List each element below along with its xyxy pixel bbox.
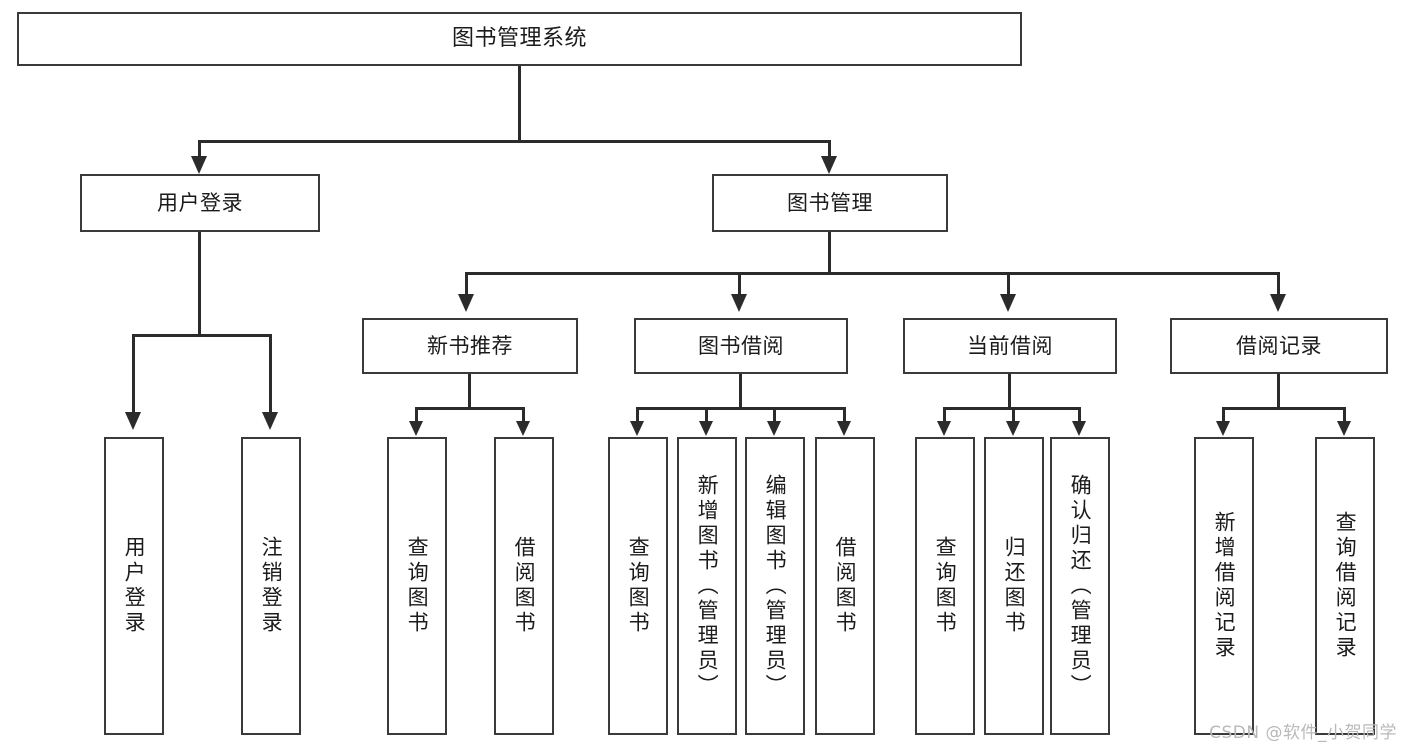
node-leaf-logout[interactable]: 注销登录	[241, 437, 301, 735]
node-label: 图书管理	[787, 190, 873, 215]
arrow-to-leaf-query-record	[1337, 421, 1351, 436]
arrow-to-leaf-confirm-return	[1072, 421, 1086, 436]
arrow-to-borrow-record	[1270, 294, 1286, 312]
arrow-to-leaf-query-book-1	[409, 421, 423, 436]
node-label: 归还图书	[1002, 536, 1027, 636]
node-label: 查询图书	[626, 536, 651, 636]
node-book-manage[interactable]: 图书管理	[712, 174, 948, 232]
edge-bm-to-book-borrow	[738, 272, 741, 300]
edge-root-to-user-login	[198, 140, 201, 162]
arrow-to-leaf-return-book	[1006, 421, 1020, 436]
edge-cb-to-leaf-3	[1078, 407, 1081, 423]
edge-bb-to-leaf-3	[773, 407, 776, 423]
edge-br-to-leaf-1	[1222, 407, 1225, 423]
edge-nbr-to-leaf-1	[415, 407, 418, 423]
node-leaf-query-book-1[interactable]: 查询图书	[387, 437, 447, 735]
node-label: 编辑图书（管理员）	[763, 473, 788, 699]
node-leaf-user-login[interactable]: 用户登录	[104, 437, 164, 735]
node-leaf-query-book-2[interactable]: 查询图书	[608, 437, 668, 735]
edge-cb-to-leaf-2	[1012, 407, 1015, 423]
arrow-to-book-borrow	[731, 294, 747, 312]
node-label: 图书借阅	[698, 333, 784, 358]
node-label: 用户登录	[157, 190, 243, 215]
arrow-to-leaf-query-book-2	[630, 421, 644, 436]
node-label: 新增借阅记录	[1212, 511, 1237, 661]
edge-bb-bus	[636, 407, 846, 410]
arrow-to-leaf-edit-book	[767, 421, 781, 436]
edge-book-manage-stem	[828, 232, 831, 274]
arrow-to-leaf-add-book	[699, 421, 713, 436]
node-label: 图书管理系统	[451, 26, 587, 52]
edge-book-manage-bus	[465, 272, 1280, 275]
arrow-to-leaf-query-book-3	[937, 421, 951, 436]
node-root-system[interactable]: 图书管理系统	[17, 12, 1022, 66]
arrow-to-current-borrow	[1000, 294, 1016, 312]
node-current-borrow[interactable]: 当前借阅	[903, 318, 1117, 374]
node-label: 查询图书	[933, 536, 958, 636]
edge-br-stem	[1277, 374, 1280, 410]
edge-bb-stem	[739, 374, 742, 410]
arrow-to-leaf-logout	[262, 412, 278, 430]
arrow-to-new-book-recommend	[458, 294, 474, 312]
edge-root-stem	[518, 66, 521, 142]
node-leaf-edit-book[interactable]: 编辑图书（管理员）	[745, 437, 805, 735]
node-label: 新增图书（管理员）	[695, 473, 720, 699]
node-label: 查询借阅记录	[1333, 511, 1358, 661]
node-leaf-confirm-return[interactable]: 确认归还（管理员）	[1050, 437, 1110, 735]
edge-cb-stem	[1008, 374, 1011, 410]
node-label: 借阅记录	[1236, 333, 1322, 358]
node-leaf-query-record[interactable]: 查询借阅记录	[1315, 437, 1375, 735]
edge-br-to-leaf-2	[1343, 407, 1346, 423]
edge-root-to-book-manage	[828, 140, 831, 162]
edge-nbr-to-leaf-2	[522, 407, 525, 423]
node-leaf-query-book-3[interactable]: 查询图书	[915, 437, 975, 735]
node-leaf-return-book[interactable]: 归还图书	[984, 437, 1044, 735]
edge-root-bus	[198, 140, 831, 143]
node-label: 用户登录	[122, 536, 147, 636]
edge-bb-to-leaf-1	[636, 407, 639, 423]
edge-user-login-stem	[198, 232, 201, 336]
edge-user-login-to-leaf-1	[132, 334, 135, 418]
node-label: 当前借阅	[967, 333, 1053, 358]
arrow-to-leaf-borrow-book-2	[837, 421, 851, 436]
edge-user-login-to-leaf-2	[269, 334, 272, 418]
watermark-text: CSDN @软件_小贺同学	[1209, 723, 1397, 743]
edge-user-login-bus	[132, 334, 272, 337]
node-new-book-recommend[interactable]: 新书推荐	[362, 318, 578, 374]
node-book-borrow[interactable]: 图书借阅	[634, 318, 848, 374]
edge-bb-to-leaf-2	[705, 407, 708, 423]
node-label: 查询图书	[405, 536, 430, 636]
arrow-to-user-login	[191, 156, 207, 174]
node-leaf-borrow-book-2[interactable]: 借阅图书	[815, 437, 875, 735]
arrow-to-leaf-borrow-book-1	[516, 421, 530, 436]
node-leaf-add-book[interactable]: 新增图书（管理员）	[677, 437, 737, 735]
node-label: 确认归还（管理员）	[1068, 473, 1093, 699]
arrow-to-leaf-user-login	[125, 412, 141, 430]
node-borrow-record[interactable]: 借阅记录	[1170, 318, 1388, 374]
edge-bb-to-leaf-4	[843, 407, 846, 423]
node-label: 借阅图书	[833, 536, 858, 636]
node-leaf-borrow-book-1[interactable]: 借阅图书	[494, 437, 554, 735]
edge-bm-to-borrow-record	[1277, 272, 1280, 300]
edge-nbr-bus	[415, 407, 525, 410]
edge-bm-to-new-book	[465, 272, 468, 300]
node-leaf-add-record[interactable]: 新增借阅记录	[1194, 437, 1254, 735]
node-label: 新书推荐	[427, 333, 513, 358]
arrow-to-leaf-add-record	[1216, 421, 1230, 436]
node-label: 注销登录	[259, 536, 284, 636]
edge-nbr-stem	[468, 374, 471, 410]
edge-br-bus	[1222, 407, 1346, 410]
arrow-to-book-manage	[821, 156, 837, 174]
edge-cb-to-leaf-1	[943, 407, 946, 423]
node-label: 借阅图书	[512, 536, 537, 636]
node-user-login[interactable]: 用户登录	[80, 174, 320, 232]
edge-bm-to-current-borrow	[1007, 272, 1010, 300]
